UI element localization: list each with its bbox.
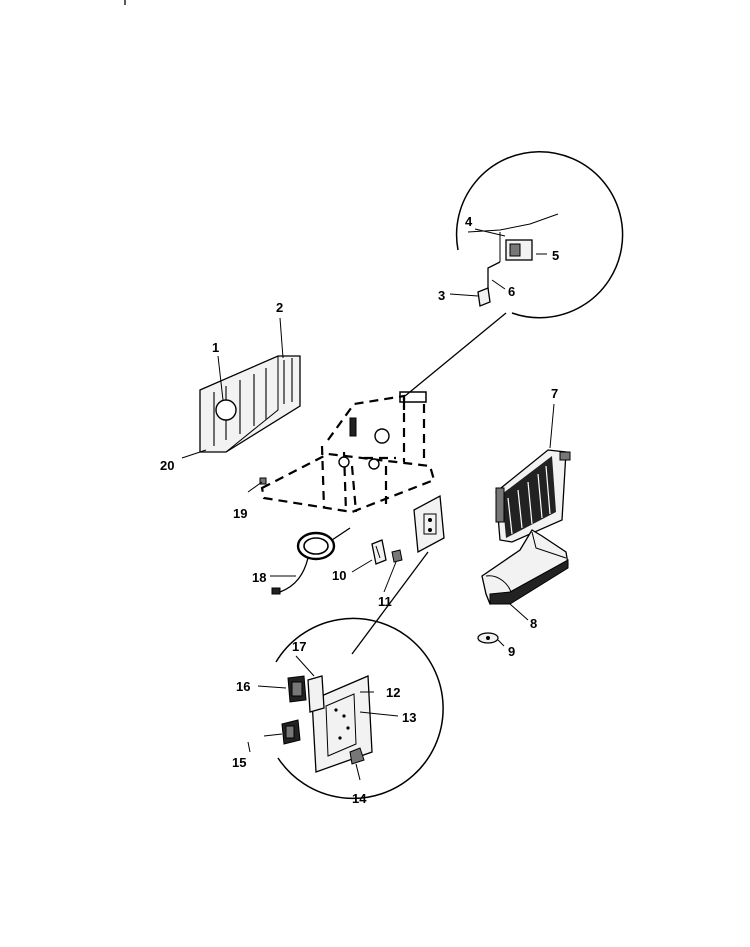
control-panel-bracket <box>413 494 445 554</box>
label-10: 10 <box>332 568 346 583</box>
label-7: 7 <box>551 386 558 401</box>
label-6: 6 <box>508 284 515 299</box>
label-3: 3 <box>438 288 445 303</box>
label-17: 17 <box>292 639 306 654</box>
label-19: 19 <box>233 506 247 521</box>
detail-circle-bottom <box>247 617 444 800</box>
label-2: 2 <box>276 300 283 315</box>
part-10-capacitor <box>351 539 387 573</box>
callout-line-bottom <box>351 551 429 655</box>
label-14: 14 <box>352 791 367 806</box>
label-16: 16 <box>236 679 250 694</box>
label-18: 18 <box>252 570 266 585</box>
part-1-filter-disc <box>215 399 237 421</box>
label-4: 4 <box>465 214 473 229</box>
part-7-condenser-coil <box>495 403 571 543</box>
part-9-fastener <box>477 632 505 647</box>
chassis-base <box>247 391 436 514</box>
label-15: 15 <box>232 755 246 770</box>
detail-circle-top <box>449 151 624 319</box>
part-8-base-pan <box>481 529 569 621</box>
label-13: 13 <box>402 710 416 725</box>
part-11-clip <box>383 549 403 593</box>
label-11: 11 <box>378 594 392 609</box>
label-20: 20 <box>160 458 174 473</box>
part-2-evaporator-coil <box>181 317 301 459</box>
part-18-power-cord <box>270 527 351 595</box>
label-12: 12 <box>386 685 400 700</box>
label-5: 5 <box>552 248 559 263</box>
label-9: 9 <box>508 644 515 659</box>
label-1: 1 <box>212 340 219 355</box>
label-8: 8 <box>530 616 537 631</box>
part-3-bracket <box>477 287 491 307</box>
callout-line-top <box>404 312 507 397</box>
